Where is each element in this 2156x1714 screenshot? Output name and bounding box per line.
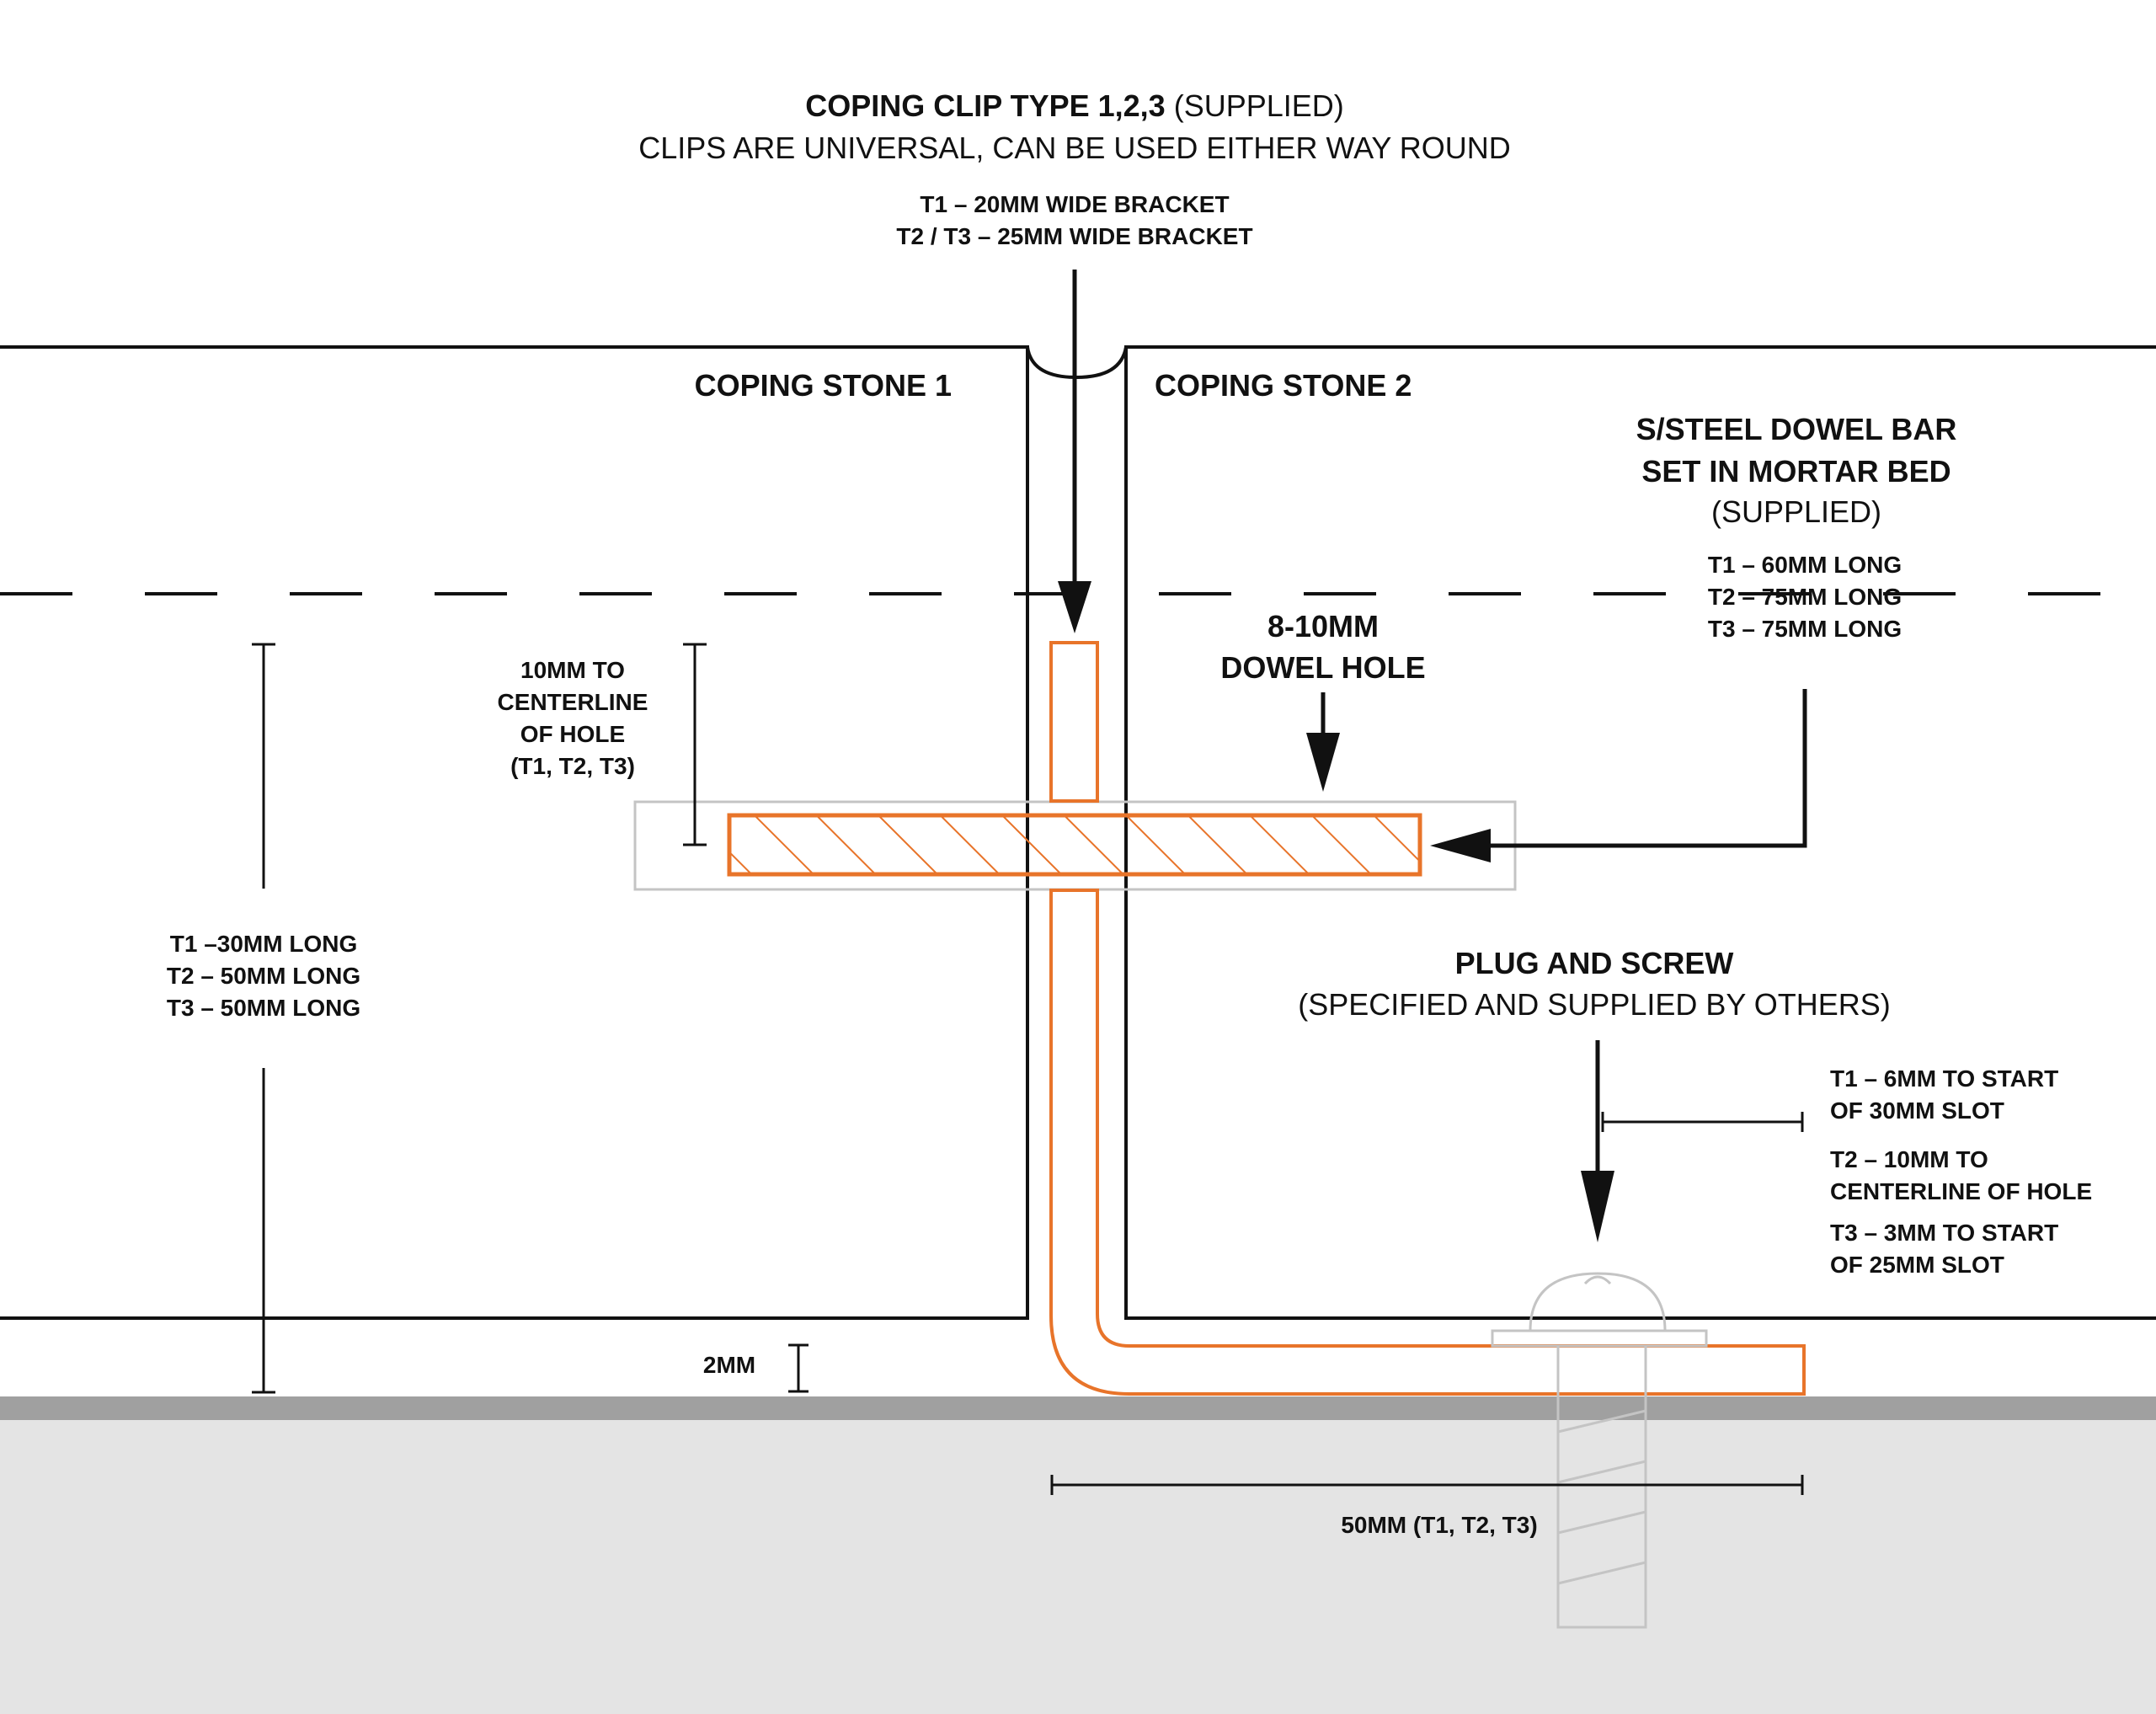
slot-t2-line2: CENTERLINE OF HOLE <box>1830 1178 2092 1204</box>
slot-t2-line1: T2 – 10MM TO <box>1830 1146 1988 1172</box>
dowel-hole-label-line2: DOWEL HOLE <box>1220 650 1425 685</box>
plug-callout-subtitle: (SPECIFIED AND SUPPLIED BY OTHERS) <box>1298 987 1891 1022</box>
clip-callout-subtitle: CLIPS ARE UNIVERSAL, CAN BE USED EITHER … <box>638 131 1511 165</box>
slot-t1-line1: T1 – 6MM TO START <box>1830 1065 2058 1092</box>
clip-length-t2: T2 – 50MM LONG <box>167 963 360 989</box>
clip-arrow <box>1058 270 1091 633</box>
clip-callout-title: COPING CLIP TYPE 1,2,3 (SUPPLIED) <box>805 88 1344 123</box>
substrate-area <box>0 1419 2156 1714</box>
plug-and-screw <box>1491 1272 1708 1629</box>
base-length-dimension <box>1050 1475 1804 1495</box>
mortar-band <box>0 1396 2156 1420</box>
dowel-hole-arrow <box>1306 692 1340 792</box>
base-length-label: 50MM (T1, T2, T3) <box>1341 1512 1537 1538</box>
plug-screw-arrow <box>1581 1040 1614 1242</box>
coping-stone-1-label: COPING STONE 1 <box>695 368 952 403</box>
coping-stone-2-label: COPING STONE 2 <box>1155 368 1412 403</box>
hole-centerline-line2: CENTERLINE <box>498 689 648 715</box>
dowel-bar <box>727 813 1422 877</box>
clip-upper-tab <box>1049 641 1099 803</box>
hole-centerline-dimension <box>683 643 707 846</box>
clip-length-t1: T1 –30MM LONG <box>170 931 357 957</box>
slot-t3-line1: T3 – 3MM TO START <box>1830 1220 2058 1246</box>
dowel-hole-label-line1: 8-10MM <box>1267 609 1379 643</box>
clip-lower-l-bracket <box>1049 889 1806 1396</box>
plug-callout-title: PLUG AND SCREW <box>1455 946 1734 980</box>
hole-centerline-line3: OF HOLE <box>520 721 625 747</box>
dowel-callout-line1: S/STEEL DOWEL BAR <box>1636 412 1957 446</box>
hole-centerline-line1: 10MM TO <box>520 657 625 683</box>
dowel-callout-line2: SET IN MORTAR BED <box>1641 454 1951 489</box>
clip-t1-note: T1 – 20MM WIDE BRACKET <box>920 191 1229 217</box>
dowel-t2-note: T2 – 75MM LONG <box>1708 584 1902 610</box>
hole-centerline-line4: (T1, T2, T3) <box>510 753 635 779</box>
dowel-t1-note: T1 – 60MM LONG <box>1708 552 1902 578</box>
dowel-t3-note: T3 – 75MM LONG <box>1708 616 1902 642</box>
clip-length-dimension <box>252 643 275 1394</box>
gap-label: 2MM <box>703 1352 755 1378</box>
slot-t1-line2: OF 30MM SLOT <box>1830 1097 2004 1124</box>
clip-length-t3: T3 – 50MM LONG <box>167 995 360 1021</box>
slot-offset-dimension <box>1601 1112 1804 1132</box>
slot-t3-line2: OF 25MM SLOT <box>1830 1252 2004 1278</box>
clip-t23-note: T2 / T3 – 25MM WIDE BRACKET <box>896 223 1252 249</box>
dowel-bar-arrow <box>1430 689 1807 862</box>
gap-dimension <box>788 1343 808 1393</box>
dowel-callout-line3: (SUPPLIED) <box>1711 494 1881 529</box>
